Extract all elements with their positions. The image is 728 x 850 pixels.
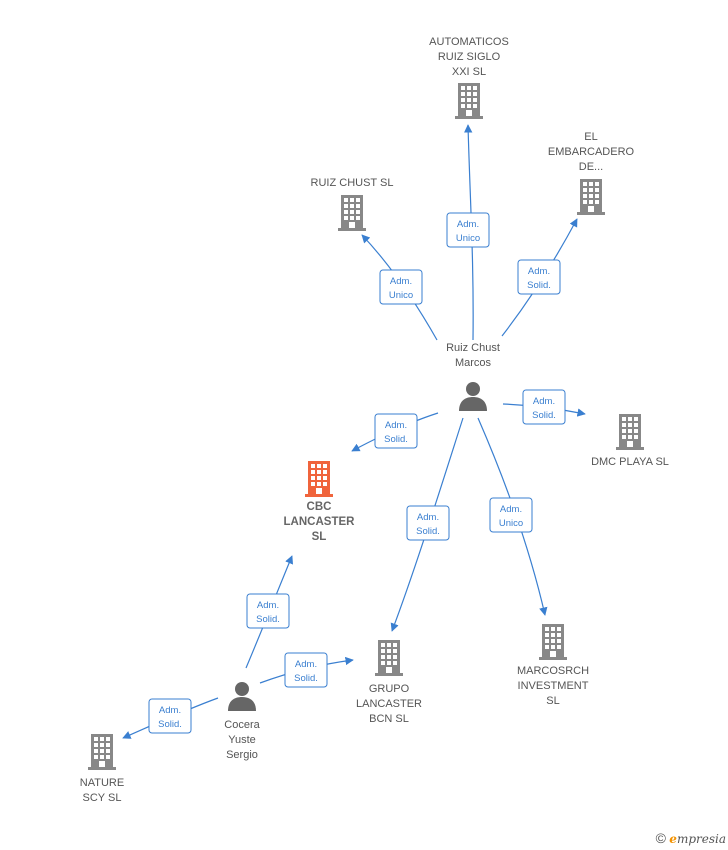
node-label[interactable]: Ruiz Chust bbox=[446, 342, 500, 354]
node-label[interactable]: SL bbox=[546, 695, 559, 707]
node-label[interactable]: LANCASTER bbox=[284, 516, 356, 528]
node-label[interactable]: Yuste bbox=[228, 734, 256, 746]
edge-label-box bbox=[522, 389, 566, 425]
building-icon[interactable] bbox=[338, 195, 366, 231]
edge-label-text: Solid. bbox=[384, 434, 408, 445]
node-label[interactable]: RUIZ CHUST SL bbox=[311, 177, 394, 189]
edge-label-box bbox=[489, 497, 533, 533]
node-nature-scy[interactable]: NATURE SCY SL bbox=[80, 734, 124, 804]
node-label[interactable]: NATURE bbox=[80, 777, 124, 789]
edge-ruiz-chust-marcos-to-dmc-playa: Adm. Solid. bbox=[502, 389, 586, 425]
edge-cocera-yuste-to-nature-scy: Adm. Solid. bbox=[122, 697, 219, 739]
node-label[interactable]: SCY SL bbox=[83, 792, 122, 804]
building-icon[interactable] bbox=[375, 640, 403, 676]
node-label[interactable]: AUTOMATICOS bbox=[429, 36, 509, 48]
building-icon[interactable] bbox=[577, 179, 605, 215]
edge-label-text: Unico bbox=[389, 290, 413, 301]
edge-label-text: Adm. bbox=[159, 705, 181, 716]
empresia-watermark: © empresia bbox=[656, 830, 726, 846]
edge-label-box bbox=[406, 505, 450, 541]
building-icon[interactable] bbox=[616, 414, 644, 450]
edge-label-text: Unico bbox=[499, 518, 523, 529]
copyright-symbol: © bbox=[655, 830, 666, 846]
node-label[interactable]: GRUPO bbox=[369, 683, 410, 695]
edge-label-text: Solid. bbox=[416, 526, 440, 537]
node-label[interactable]: XXI SL bbox=[452, 66, 486, 78]
building-icon[interactable] bbox=[88, 734, 116, 770]
edge-label-box bbox=[446, 212, 490, 248]
edge-cocera-yuste-to-cbc-lancaster: Adm. Solid. bbox=[245, 555, 294, 669]
edge-label-box bbox=[148, 698, 192, 734]
edge-label-text: Adm. bbox=[500, 504, 522, 515]
node-label[interactable]: LANCASTER bbox=[356, 698, 422, 710]
edge-ruiz-chust-marcos-to-marcosrch: Adm. Unico bbox=[477, 417, 548, 616]
edge-label-text: Solid. bbox=[256, 614, 280, 625]
node-label[interactable]: MARCOSRCH bbox=[517, 665, 589, 677]
edge-label-text: Adm. bbox=[385, 420, 407, 431]
node-el-embarcadero[interactable]: EL EMBARCADERO DE... bbox=[548, 131, 635, 215]
edge-ruiz-chust-marcos-to-automaticos: Adm. Unico bbox=[446, 124, 490, 341]
edge-label-text: Solid. bbox=[294, 673, 318, 684]
node-dmc-playa[interactable]: DMC PLAYA SL bbox=[591, 414, 669, 468]
edge-label-text: Unico bbox=[456, 233, 480, 244]
edge-label-text: Adm. bbox=[295, 659, 317, 670]
edge-label-text: Solid. bbox=[527, 280, 551, 291]
edge-cocera-yuste-to-grupo-lancaster: Adm. Solid. bbox=[259, 652, 354, 688]
edge-label-text: Solid. bbox=[158, 719, 182, 730]
edge-label-box bbox=[517, 259, 561, 295]
node-label[interactable]: DMC PLAYA SL bbox=[591, 456, 669, 468]
node-cbc-lancaster[interactable]: CBC LANCASTER SL bbox=[284, 461, 356, 543]
edge-label-text: Solid. bbox=[532, 410, 556, 421]
brand-initial: e bbox=[669, 832, 677, 846]
edge-ruiz-chust-marcos-to-cbc-lancaster: Adm. Solid. bbox=[351, 412, 439, 452]
node-label[interactable]: EL bbox=[584, 131, 597, 143]
node-label[interactable]: INVESTMENT bbox=[518, 680, 589, 692]
node-label[interactable]: SL bbox=[312, 531, 327, 543]
edge-label-box bbox=[246, 593, 290, 629]
building-icon[interactable] bbox=[455, 83, 483, 119]
node-marcosrch[interactable]: MARCOSRCH INVESTMENT SL bbox=[517, 624, 589, 707]
edge-ruiz-chust-marcos-to-ruiz-chust-sl: Adm. Unico bbox=[361, 234, 438, 341]
edge-ruiz-chust-marcos-to-el-embarcadero: Adm. Solid. bbox=[501, 218, 578, 337]
node-label[interactable]: RUIZ SIGLO bbox=[438, 51, 501, 63]
edge-label-text: Adm. bbox=[390, 276, 412, 287]
edge-label-text: Adm. bbox=[257, 600, 279, 611]
node-label[interactable]: Marcos bbox=[455, 357, 492, 369]
edge-label-text: Adm. bbox=[457, 219, 479, 230]
edge-label-text: Adm. bbox=[533, 396, 555, 407]
edge-label-text: Adm. bbox=[417, 512, 439, 523]
brand-name: mpresia bbox=[676, 832, 726, 846]
node-ruiz-chust-sl[interactable]: RUIZ CHUST SL bbox=[311, 177, 394, 231]
building-icon[interactable] bbox=[305, 461, 333, 497]
node-label[interactable]: Cocera bbox=[224, 719, 260, 731]
edge-label-box bbox=[379, 269, 423, 305]
node-grupo-lancaster[interactable]: GRUPO LANCASTER BCN SL bbox=[356, 640, 422, 725]
node-label[interactable]: Sergio bbox=[226, 749, 258, 761]
building-icon[interactable] bbox=[539, 624, 567, 660]
node-automaticos[interactable]: AUTOMATICOS RUIZ SIGLO XXI SL bbox=[429, 36, 509, 119]
node-label[interactable]: DE... bbox=[579, 161, 603, 173]
edge-label-box bbox=[284, 652, 328, 688]
edge-label-text: Adm. bbox=[528, 266, 550, 277]
node-label[interactable]: BCN SL bbox=[369, 713, 409, 725]
person-icon[interactable] bbox=[459, 382, 487, 411]
person-icon[interactable] bbox=[228, 682, 256, 711]
edge-label-box bbox=[374, 413, 418, 449]
node-label[interactable]: CBC bbox=[307, 501, 332, 513]
node-label[interactable]: EMBARCADERO bbox=[548, 146, 635, 158]
edge-ruiz-chust-marcos-to-grupo-lancaster: Adm. Solid. bbox=[390, 417, 464, 632]
